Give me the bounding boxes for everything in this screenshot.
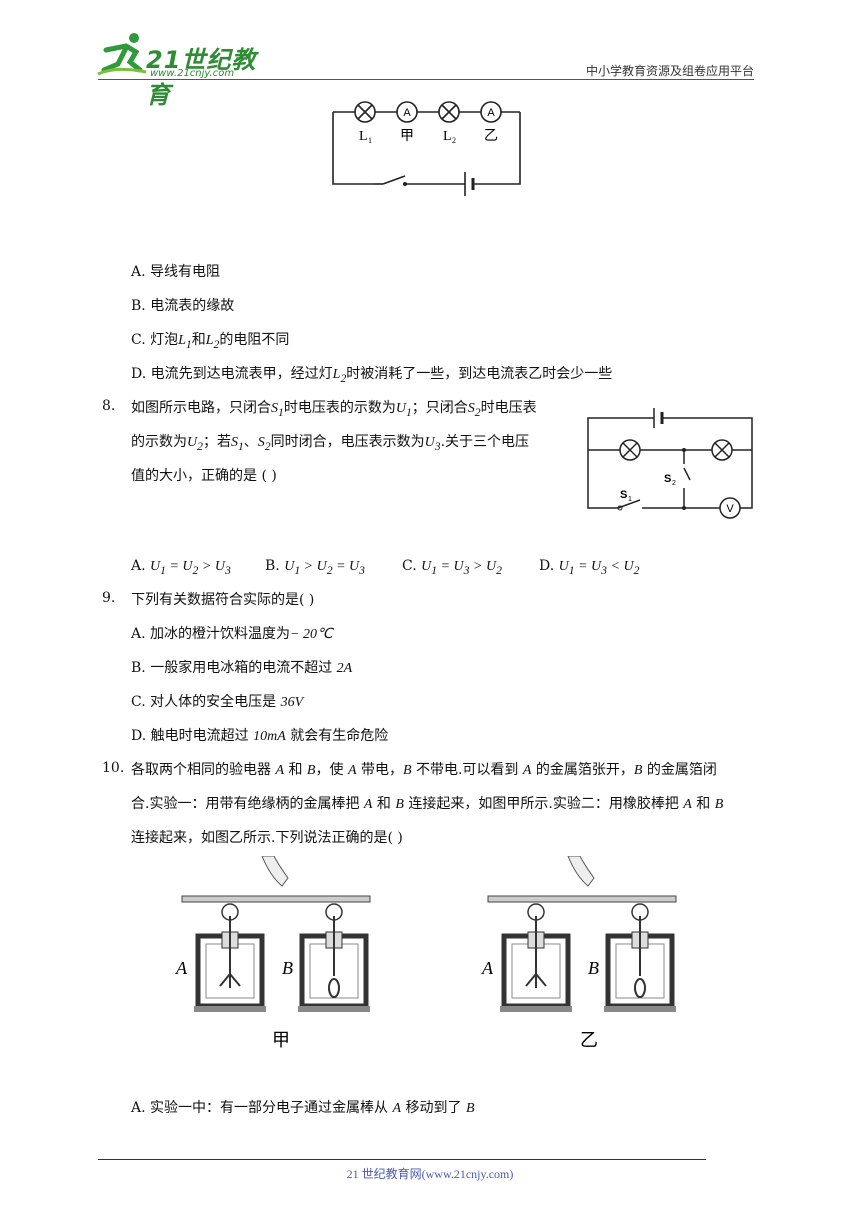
fig10-label-b2: B bbox=[588, 958, 599, 978]
footer-site-link[interactable]: 21 世纪教育网(www.21cnjy.com) bbox=[346, 1167, 514, 1181]
q7-option-b: B. 电流表的缘故 bbox=[131, 298, 235, 314]
footer-divider bbox=[98, 1159, 706, 1160]
fig7-label-yi: 乙 bbox=[484, 128, 498, 144]
q8-option-c: C. U1 = U3 > U2 bbox=[402, 558, 502, 577]
fig7-label-l2: L bbox=[443, 129, 452, 144]
q8-stem-line2: 的示数为U2；若S1、S2同时闭合，电压表示数为U3.关于三个电压 bbox=[131, 434, 530, 453]
q9-option-b: B. 一般家用电冰箱的电流不超过 2A bbox=[131, 660, 353, 676]
q8-option-d: D. U1 = U3 < U2 bbox=[539, 558, 640, 577]
q7-circuit-figure: A A L 1 甲 L 2 乙 bbox=[332, 101, 521, 196]
runner-logo-icon bbox=[97, 33, 147, 76]
q7-option-a: A. 导线有电阻 bbox=[131, 264, 221, 280]
fig7-label-jia: 甲 bbox=[400, 128, 414, 144]
fig8-s2-sub: 2 bbox=[672, 480, 676, 487]
fig7-label-l1: L bbox=[359, 129, 368, 144]
fig10-label-a1: A bbox=[175, 958, 188, 978]
q10-electroscope-figures: A B 甲 A B 乙 bbox=[175, 856, 690, 1051]
q9-option-c: C. 对人体的安全电压是 36V bbox=[131, 694, 304, 710]
q7-option-c: C. 灯泡L1和L2的电阻不同 bbox=[131, 332, 290, 351]
q8-number: 8. bbox=[102, 398, 116, 414]
q9-option-d: D. 触电时电流超过 10mA 就会有生命危险 bbox=[131, 728, 389, 744]
q8-option-a: A. U1 = U2 > U3 bbox=[131, 558, 231, 577]
q9-number: 9. bbox=[102, 590, 116, 606]
q10-stem-line3: 连接起来，如图乙所示.下列说法正确的是( ) bbox=[131, 830, 403, 846]
logo-url-text: www.21cnjy.com bbox=[150, 68, 235, 79]
header-platform-text: 中小学教育资源及组卷应用平台 bbox=[585, 64, 754, 78]
site-logo: 21世纪教育 www.21cnjy.com bbox=[96, 30, 266, 109]
q8-option-b: B. U1 > U2 = U3 bbox=[265, 558, 365, 577]
q10-stem-line1: 各取两个相同的验电器 A 和 B，使 A 带电，B 不带电.可以看到 A 的金属… bbox=[131, 762, 717, 778]
setup-jia: A B 甲 bbox=[175, 856, 370, 1051]
q10-option-a: A. 实验一中：有一部分电子通过金属棒从 A 移动到了 B bbox=[131, 1100, 475, 1116]
q8-stem-line1: 如图所示电路，只闭合S1时电压表的示数为U1；只闭合S2时电压表 bbox=[131, 400, 537, 419]
fig7-sub-2: 2 bbox=[452, 136, 456, 145]
q7-option-d: D. 电流先到达电流表甲，经过灯L2时被消耗了一些，到达电流表乙时会少一些 bbox=[131, 366, 613, 385]
q9-option-a: A. 加冰的橙汁饮料温度为− 20℃ bbox=[131, 626, 333, 642]
voltmeter-label: V bbox=[726, 503, 734, 515]
fig10-label-a2: A bbox=[481, 958, 494, 978]
setup-yi: A B 乙 bbox=[481, 856, 676, 1051]
ammeter-1-label: A bbox=[403, 107, 411, 119]
q10-stem-line2: 合.实验一：用带有绝缘柄的金属棒把 A 和 B 连接起来，如图甲所示.实验二：用… bbox=[131, 796, 724, 812]
fig8-s1-sub: 1 bbox=[628, 496, 632, 503]
fig10-caption-yi: 乙 bbox=[580, 1030, 598, 1051]
fig10-caption-jia: 甲 bbox=[272, 1030, 290, 1051]
q9-stem: 下列有关数据符合实际的是( ) bbox=[131, 592, 315, 608]
fig10-label-b1: B bbox=[282, 958, 293, 978]
q10-number: 10. bbox=[102, 760, 125, 776]
fig7-sub-1: 1 bbox=[368, 136, 372, 145]
fig8-s2-label: S bbox=[664, 473, 671, 485]
q8-stem-line3: 值的大小，正确的是 ( ) bbox=[131, 468, 277, 484]
logo-main-text: 21世纪教育 bbox=[146, 46, 257, 109]
header-divider bbox=[98, 79, 754, 80]
ammeter-2-label: A bbox=[487, 107, 495, 119]
fig8-s1-label: S bbox=[620, 489, 627, 501]
q8-circuit-figure: V S 1 S 2 bbox=[587, 408, 753, 519]
